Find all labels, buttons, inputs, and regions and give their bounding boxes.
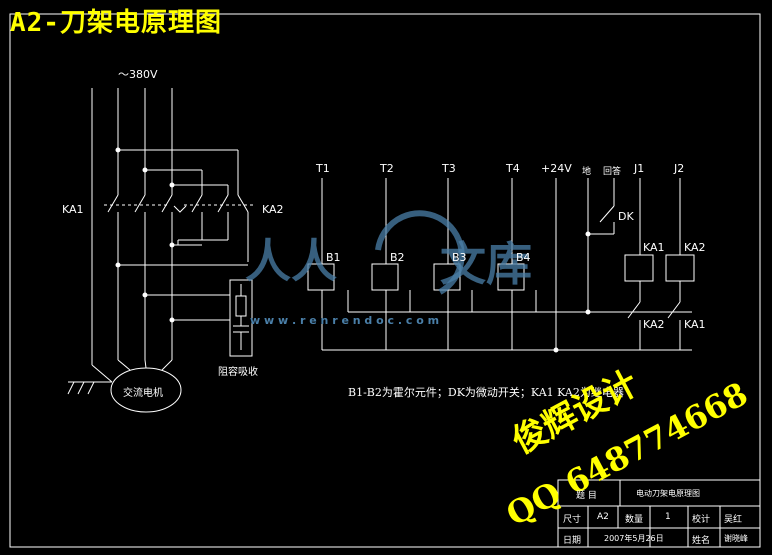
ka2-interlock-contact [627, 301, 641, 319]
b4-label: B4 [516, 251, 531, 264]
tb-size-label: 尺寸 [563, 515, 582, 525]
node-dot [142, 292, 148, 298]
watermark-brand-left: 人人 [245, 234, 337, 288]
tb-date-label: 日期 [563, 536, 582, 546]
node-dot [585, 231, 591, 237]
earth-hatch [77, 381, 85, 395]
ka1-interlock-contact [667, 301, 681, 319]
ka1-contact-2 [134, 194, 146, 213]
b3-label: B3 [452, 251, 467, 264]
ka2-coil-label: KA2 [684, 241, 706, 254]
drawing-border [9, 13, 761, 548]
t1-label: T1 [316, 162, 330, 175]
ka1-contact-1 [107, 194, 119, 213]
ka2-contact-1 [191, 194, 203, 213]
hall-sensor-b4 [497, 263, 525, 291]
tb-title-value: 电动刀架电原理图 [636, 489, 700, 498]
t2-label: T2 [380, 162, 394, 175]
tb-size-value: A2 [597, 512, 609, 522]
tb-check-value: 吴红 [724, 515, 743, 525]
title-block [557, 479, 761, 548]
legend-note: B1-B2为霍尔元件；DK为微动开关；KA1 KA2为继电器 [348, 386, 624, 399]
watermark-site: w w w . r e n r e n d o c . c o m [250, 314, 440, 327]
node-dot [169, 182, 175, 188]
relay-coil-ka1 [624, 254, 654, 282]
rc-resistor [235, 295, 247, 317]
node-dot [585, 309, 591, 315]
ka1-coil-label: KA1 [643, 241, 665, 254]
earth-hatch [87, 381, 95, 395]
b1-label: B1 [326, 251, 341, 264]
rc-label: 阻容吸收 [218, 367, 258, 378]
hui-label: 回答 [603, 167, 622, 177]
v24-label: +24V [541, 162, 572, 175]
t3-label: T3 [442, 162, 456, 175]
rc-snubber-box [229, 279, 253, 357]
relay-coil-ka2 [665, 254, 695, 282]
hall-sensor-b1 [307, 263, 335, 291]
node-dot [169, 317, 175, 323]
tb-qty-label: 数量 [625, 515, 644, 525]
ka2-contact-label: KA2 [643, 318, 665, 331]
page-title: A2-刀架电原理图 [10, 8, 222, 38]
tb-name-label: 姓名 [692, 536, 711, 546]
ka2-contact-3 [237, 194, 249, 213]
earth-wire [91, 364, 113, 383]
dk-label: DK [618, 210, 634, 223]
b2-label: B2 [390, 251, 405, 264]
ka1-label: KA1 [62, 203, 84, 216]
motor-lead [161, 359, 173, 371]
earth-hatch [67, 381, 75, 395]
tb-date-value: 2007年5月26日 [604, 534, 664, 543]
tb-check-label: 校计 [692, 515, 711, 525]
dk-switch [599, 205, 615, 223]
watermark-logo-icon [375, 210, 465, 295]
motor-lead [144, 359, 147, 369]
node-dot [142, 167, 148, 173]
j1-label: J1 [634, 162, 645, 175]
node-dot [115, 262, 121, 268]
motor-lead [117, 359, 131, 371]
tb-qty-value: 1 [665, 512, 671, 522]
ka2-label: KA2 [262, 203, 284, 216]
tb-title-label: 题 目 [576, 491, 597, 501]
j2-label: J2 [674, 162, 685, 175]
ka2-contact-2 [217, 194, 229, 213]
gnd-label: 地 [582, 167, 592, 177]
node-dot [115, 147, 121, 153]
watermark-brand-right: 文库 [440, 237, 532, 291]
node-dot [553, 347, 559, 353]
t4-label: T4 [506, 162, 520, 175]
voltage-label: ～380V [118, 68, 158, 81]
hall-sensor-b2 [371, 263, 399, 291]
ka1-contact-label: KA1 [684, 318, 706, 331]
tb-name-value: 谢晓峰 [724, 534, 748, 543]
ka1-contact-3 [161, 194, 173, 213]
interlock-mark [173, 205, 187, 213]
motor-label: 交流电机 [123, 388, 163, 399]
